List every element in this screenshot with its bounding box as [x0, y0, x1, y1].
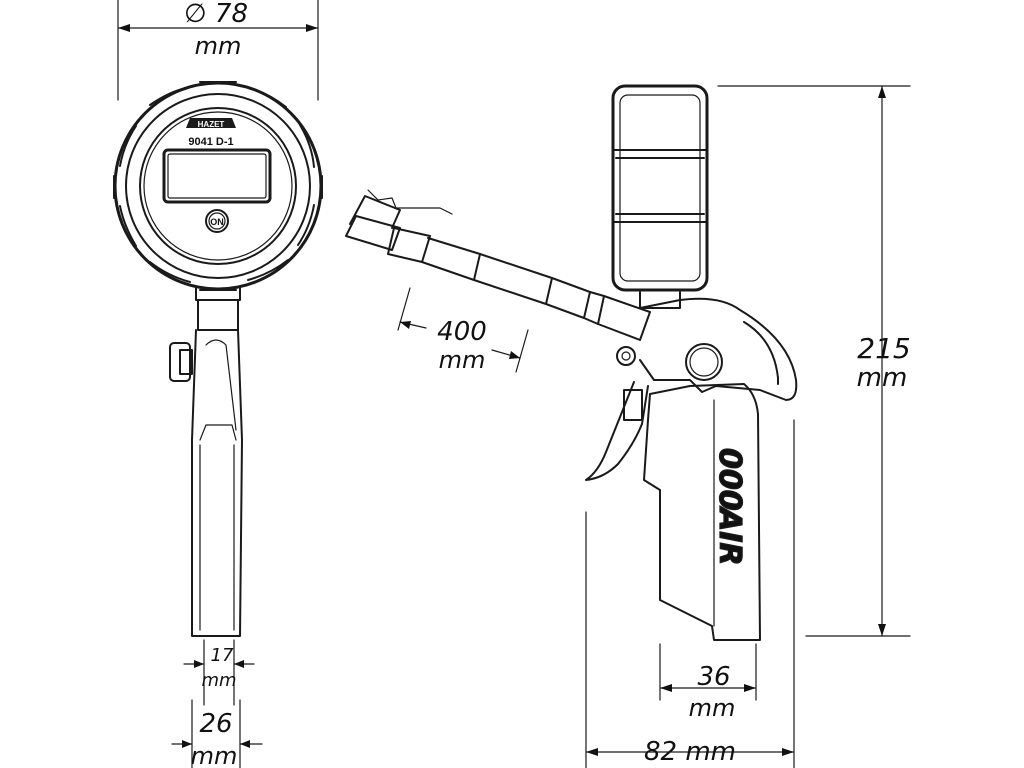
neck-width-value: 17: [211, 645, 234, 666]
gauge-front-view: HAZET 9041 D-1 ON: [113, 81, 323, 637]
dimension-overall-length: 82 mm: [585, 419, 795, 768]
diameter-unit: mm: [195, 32, 242, 60]
neck-width-unit: mm: [201, 670, 236, 691]
dimension-grip-width: 36 mm: [659, 643, 757, 722]
grip-width-value: 36: [697, 662, 730, 692]
overall-length-value: 82 mm: [644, 737, 736, 767]
dimension-height: 215 mm: [717, 85, 911, 637]
diameter-value: ∅ 78: [184, 0, 248, 29]
dimension-diameter: ∅ 78 mm: [117, 0, 319, 101]
inflator-side-view: 000 AIR: [345, 84, 798, 641]
model-number: 9041 D-1: [188, 136, 233, 148]
dimension-handle-width: 26 mm: [171, 699, 263, 768]
hose-length-value: 400: [437, 317, 487, 347]
hose-length-unit: mm: [439, 346, 486, 374]
on-button-label: ON: [210, 217, 224, 227]
grip-text-air: AIR: [712, 506, 747, 565]
height-unit: mm: [857, 363, 908, 393]
dimension-hose-length: 400 mm: [397, 287, 529, 374]
handle-width-value: 26: [199, 709, 232, 739]
handle-width-unit: mm: [191, 742, 238, 768]
brand-logo-text: HAZET: [198, 120, 225, 129]
height-value: 215: [857, 332, 910, 365]
grip-text-000: 000: [712, 448, 747, 511]
grip-width-unit: mm: [689, 694, 736, 722]
dimension-neck-width: 17 mm: [183, 639, 255, 706]
